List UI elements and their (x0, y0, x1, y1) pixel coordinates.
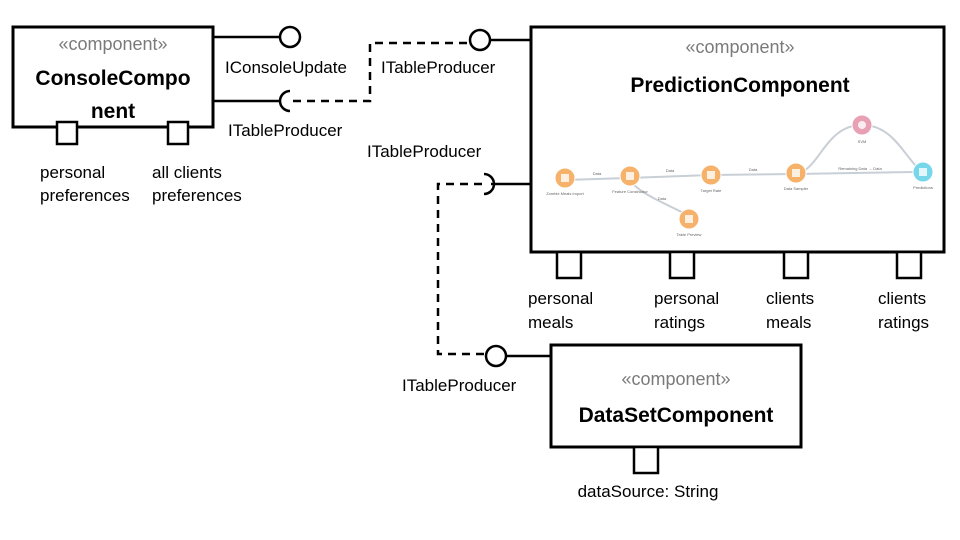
prediction-port-label: clients (878, 289, 926, 308)
console-port-all-clients-preferences (166, 120, 190, 146)
dataset-port-datasource (632, 445, 660, 475)
console-required-interface-label: ITableProducer (228, 121, 343, 140)
workflow-node-sampler-glyph (792, 169, 800, 177)
workflow-node-predictions-glyph (919, 168, 927, 176)
dependency-console-to-prediction (293, 41, 468, 103)
console-provided-interface-icon (278, 25, 302, 49)
workflow-node-label: SVM (858, 139, 867, 144)
prediction-port-label: ratings (654, 313, 705, 332)
workflow-node-preview-glyph (685, 215, 693, 223)
console-required-socket-icon (278, 89, 291, 113)
console-port-right-label-1: all clients (152, 163, 222, 182)
prediction-port-label: clients (766, 289, 814, 308)
workflow-edge-label: Data (658, 196, 667, 201)
workflow-node-svm-glyph (858, 121, 866, 129)
workflow-edge-label: Data (666, 168, 675, 173)
prediction-port-clients-meals (782, 250, 810, 280)
prediction-provided-interface-label: ITableProducer (381, 58, 496, 77)
workflow-edge-label: Data (593, 171, 602, 176)
prediction-port-personal-ratings (668, 250, 696, 280)
prediction-workflow-image: Zombie Meals Import Feature Constructor … (546, 114, 934, 237)
console-port-left-label-2: preferences (40, 186, 130, 205)
dataset-stereotype: «component» (621, 369, 730, 389)
console-port-personal-preferences (55, 120, 79, 146)
console-provided-interface-label: IConsoleUpdate (225, 58, 347, 77)
workflow-node-label: Zombie Meals Import (546, 191, 584, 196)
prediction-port-label: meals (766, 313, 811, 332)
prediction-component-box (529, 25, 946, 254)
workflow-node-label: Data Sampler (784, 186, 809, 191)
dataset-provided-interface-label: ITableProducer (402, 376, 517, 395)
dataset-component-box (549, 343, 803, 449)
prediction-port-personal-meals (555, 250, 583, 280)
prediction-provided-interface-icon (468, 28, 492, 52)
dependency-prediction-to-dataset (436, 182, 484, 356)
prediction-port-label: ratings (878, 313, 929, 332)
dataset-component: «component» DataSetComponent dataSource:… (402, 343, 803, 501)
console-port-left-label-1: personal (40, 163, 105, 182)
workflow-edge-label: Data (749, 167, 758, 172)
workflow-node-import-glyph (561, 174, 569, 182)
prediction-port-label: personal (654, 289, 719, 308)
prediction-name: PredictionComponent (630, 74, 849, 97)
workflow-node-target-glyph (707, 171, 715, 179)
console-name-line1: ConsoleCompo (35, 67, 190, 90)
console-component-box (11, 25, 215, 129)
prediction-stereotype: «component» (685, 37, 794, 57)
console-port-right-label-2: preferences (152, 186, 242, 205)
prediction-required-interface-label: ITableProducer (367, 142, 482, 161)
prediction-port-clients-ratings (895, 250, 923, 280)
workflow-node-label: Table Preview (677, 232, 702, 237)
prediction-component: «component» PredictionComponent Zombie M… (367, 25, 946, 332)
workflow-edge-label: Remaining Data → Data (838, 166, 882, 171)
workflow-node-feature-glyph (626, 172, 634, 180)
workflow-node-label: Feature Constructor (612, 189, 648, 194)
prediction-port-label: personal (528, 289, 593, 308)
dataset-port-label: dataSource: String (578, 482, 719, 501)
console-name-line2: nent (91, 100, 135, 123)
console-component: «component» ConsoleCompo nent personal p… (11, 25, 347, 205)
prediction-required-socket-icon (483, 172, 496, 196)
workflow-node-label: Target Rate (701, 188, 722, 193)
dataset-name: DataSetComponent (579, 404, 774, 427)
prediction-port-label: meals (528, 313, 573, 332)
workflow-node-label: Predictions (913, 185, 933, 190)
dataset-provided-interface-icon (484, 344, 508, 368)
console-stereotype: «component» (58, 34, 167, 54)
